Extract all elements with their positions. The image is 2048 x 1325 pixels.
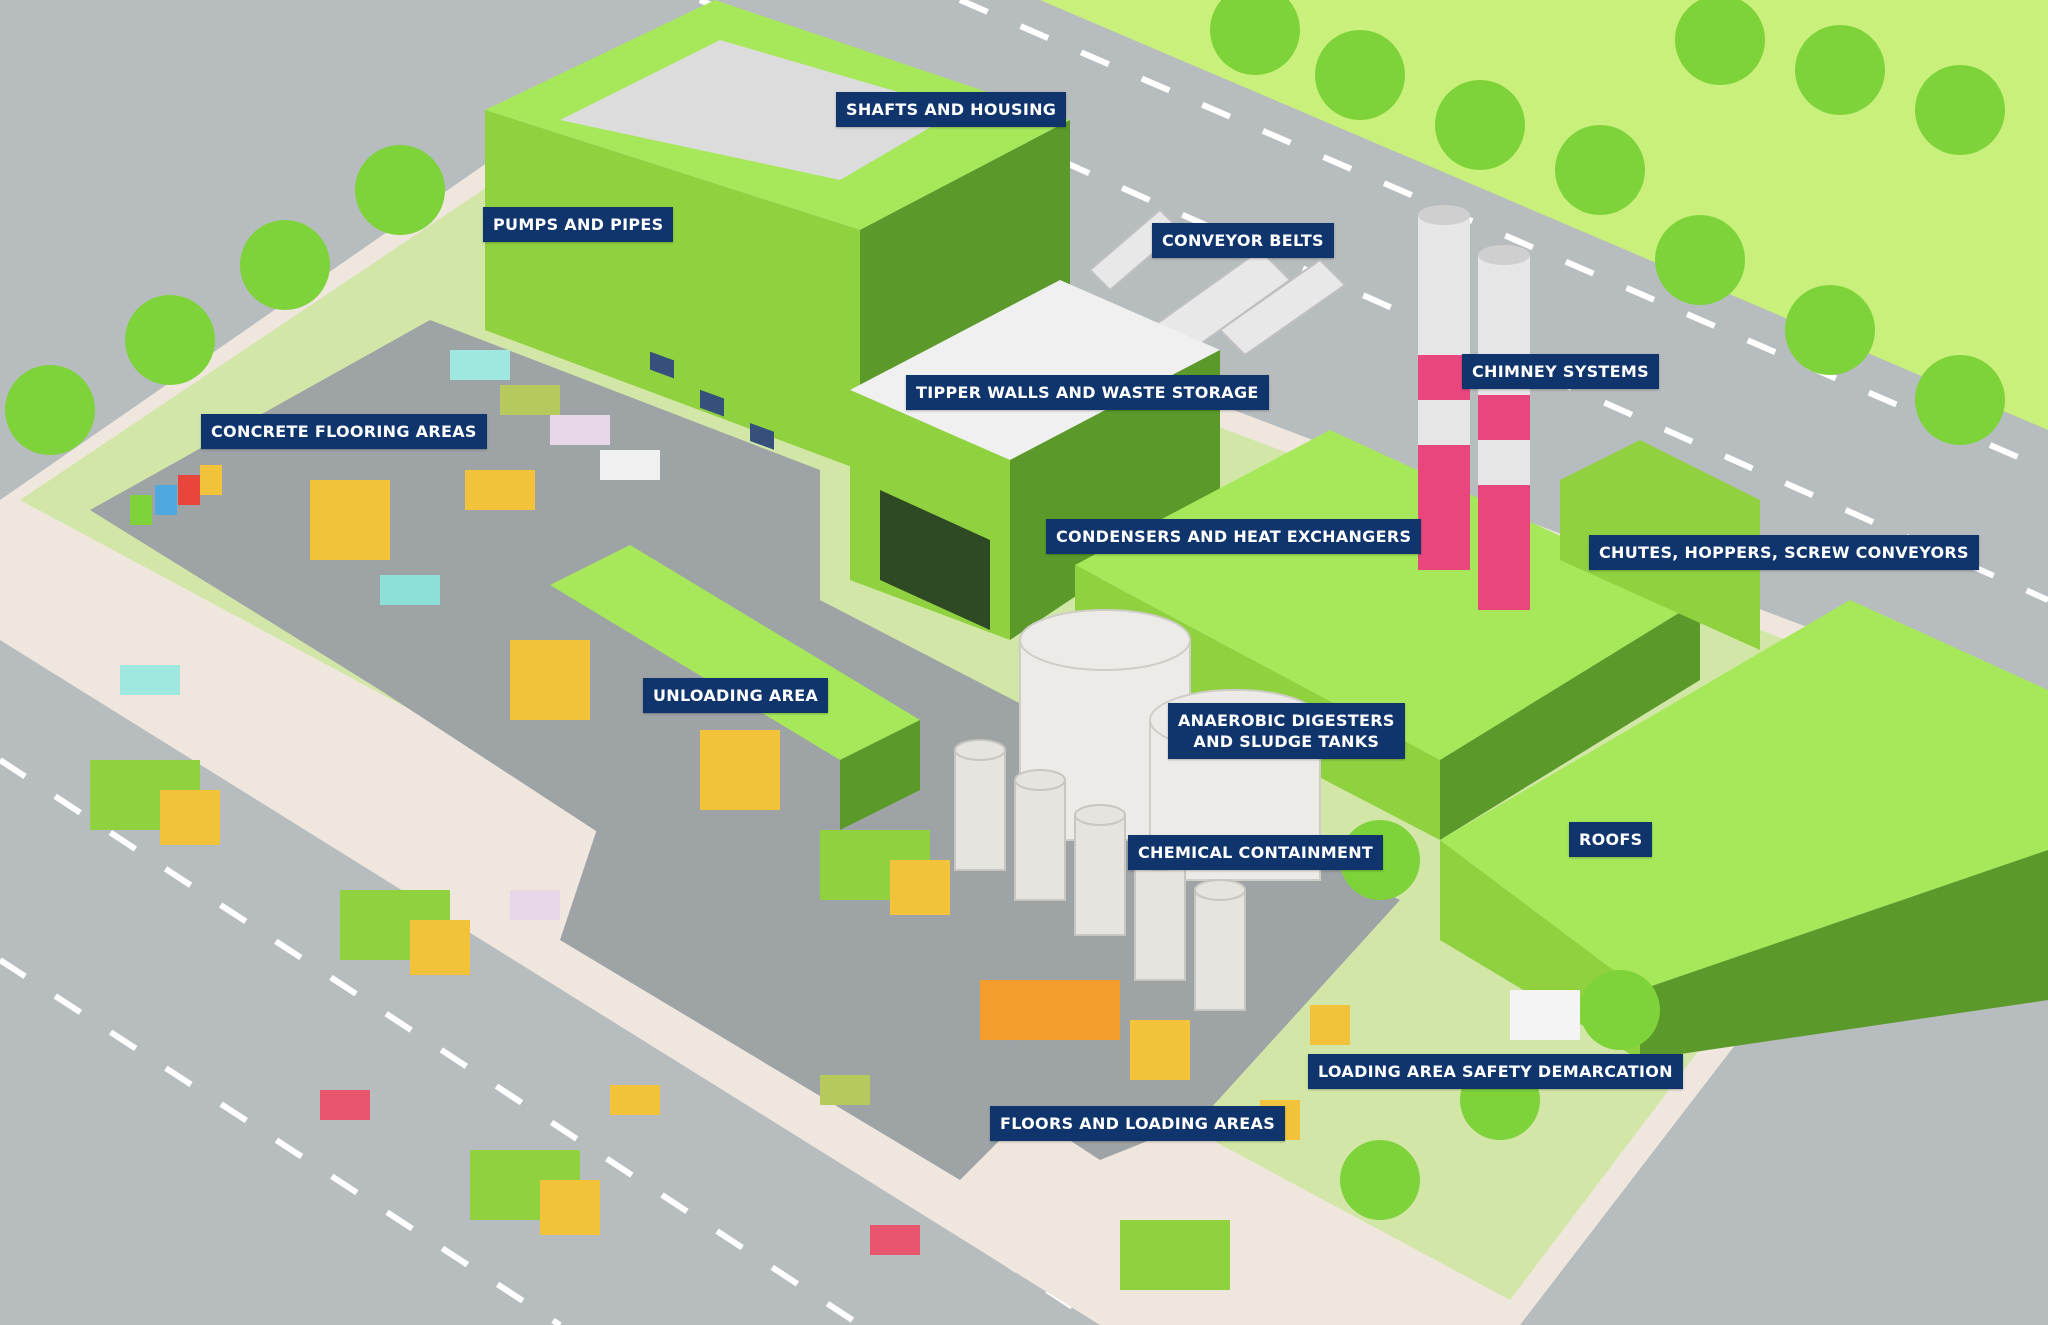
label-anaerobic-line2: AND SLUDGE TANKS <box>1193 732 1380 751</box>
label-pumps-and-pipes: PUMPS AND PIPES <box>483 207 674 242</box>
label-conveyor-belts: CONVEYOR BELTS <box>1152 223 1334 258</box>
label-roofs: ROOFS <box>1569 822 1653 857</box>
label-tipper-walls: TIPPER WALLS AND WASTE STORAGE <box>906 375 1269 410</box>
label-loading-area-safety: LOADING AREA SAFETY DEMARCATION <box>1308 1054 1683 1089</box>
label-chemical-containment: CHEMICAL CONTAINMENT <box>1128 835 1384 870</box>
label-unloading-area: UNLOADING AREA <box>643 678 829 713</box>
label-anaerobic-digesters: ANAEROBIC DIGESTERS AND SLUDGE TANKS <box>1168 703 1405 759</box>
chimneys <box>1418 205 1530 610</box>
vehicles <box>90 350 1580 1290</box>
chemical-tanks <box>954 739 1246 1011</box>
label-shafts-and-housing: SHAFTS AND HOUSING <box>836 92 1067 127</box>
recycling-bins <box>130 465 222 525</box>
conveyor-structure <box>1088 208 1347 382</box>
label-condensers: CONDENSERS AND HEAT EXCHANGERS <box>1046 519 1422 554</box>
lower-yard <box>560 820 1050 1180</box>
label-chimney-systems: CHIMNEY SYSTEMS <box>1462 354 1659 389</box>
label-chutes-hoppers: CHUTES, HOPPERS, SCREW CONVEYORS <box>1589 535 1979 570</box>
label-concrete-flooring: CONCRETE FLOORING AREAS <box>201 414 487 449</box>
label-anaerobic-line1: ANAEROBIC DIGESTERS <box>1178 711 1395 730</box>
trees <box>5 0 2005 1220</box>
label-floors-and-loading: FLOORS AND LOADING AREAS <box>990 1106 1286 1141</box>
tipper-building <box>850 280 1220 640</box>
